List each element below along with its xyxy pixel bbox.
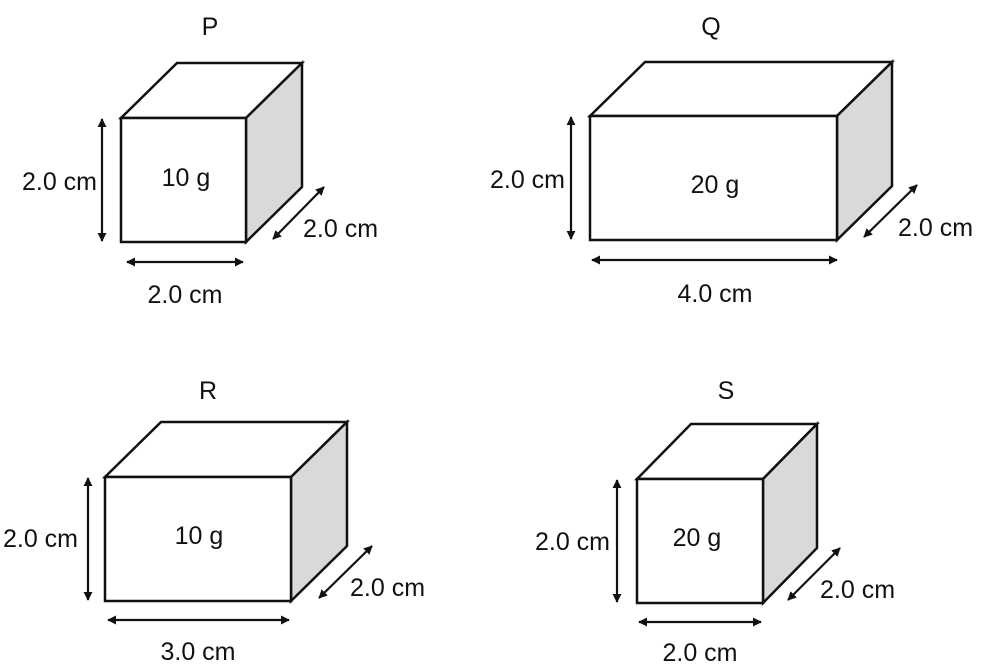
block-p-depth-arrow <box>272 186 325 240</box>
block-s-depth-arrow <box>787 547 841 601</box>
block-p-height-label: 2.0 cm <box>22 168 97 196</box>
block-q-width-label: 4.0 cm <box>677 280 752 308</box>
block-q-label: Q <box>701 13 720 41</box>
block-s-mass: 20 g <box>673 524 722 552</box>
block-q-front-face <box>588 114 839 242</box>
block-q-depth-arrow <box>863 184 918 238</box>
block-p: P 10 g 2.0 cm 2.0 cm 2.0 cm <box>22 13 378 309</box>
block-p-depth-label: 2.0 cm <box>303 215 378 243</box>
block-r: R 10 g 2.0 cm 3.0 cm 2.0 cm <box>3 377 425 664</box>
block-r-label: R <box>199 377 217 405</box>
block-s-front-face <box>635 477 765 605</box>
block-r-mass: 10 g <box>175 522 224 550</box>
block-q-depth-label: 2.0 cm <box>898 214 973 242</box>
block-r-depth-label: 2.0 cm <box>350 574 425 602</box>
block-q-mass: 20 g <box>691 171 740 199</box>
block-s-depth-label: 2.0 cm <box>820 576 895 604</box>
block-p-width-label: 2.0 cm <box>147 281 222 309</box>
block-r-depth-arrow <box>318 545 373 599</box>
block-s-label: S <box>718 377 735 405</box>
block-q: Q 20 g 2.0 cm 4.0 cm 2.0 cm <box>490 13 973 308</box>
block-s: S 20 g 2.0 cm 2.0 cm 2.0 cm <box>535 377 895 664</box>
block-p-mass: 10 g <box>162 164 211 192</box>
block-p-label: P <box>202 13 219 41</box>
block-s-height-label: 2.0 cm <box>535 528 610 556</box>
block-q-height-label: 2.0 cm <box>490 166 565 194</box>
block-p-front-face <box>119 116 248 244</box>
block-r-front-face <box>103 475 293 603</box>
block-r-height-label: 2.0 cm <box>3 525 78 553</box>
block-s-width-label: 2.0 cm <box>662 639 737 664</box>
block-r-width-label: 3.0 cm <box>160 638 235 664</box>
